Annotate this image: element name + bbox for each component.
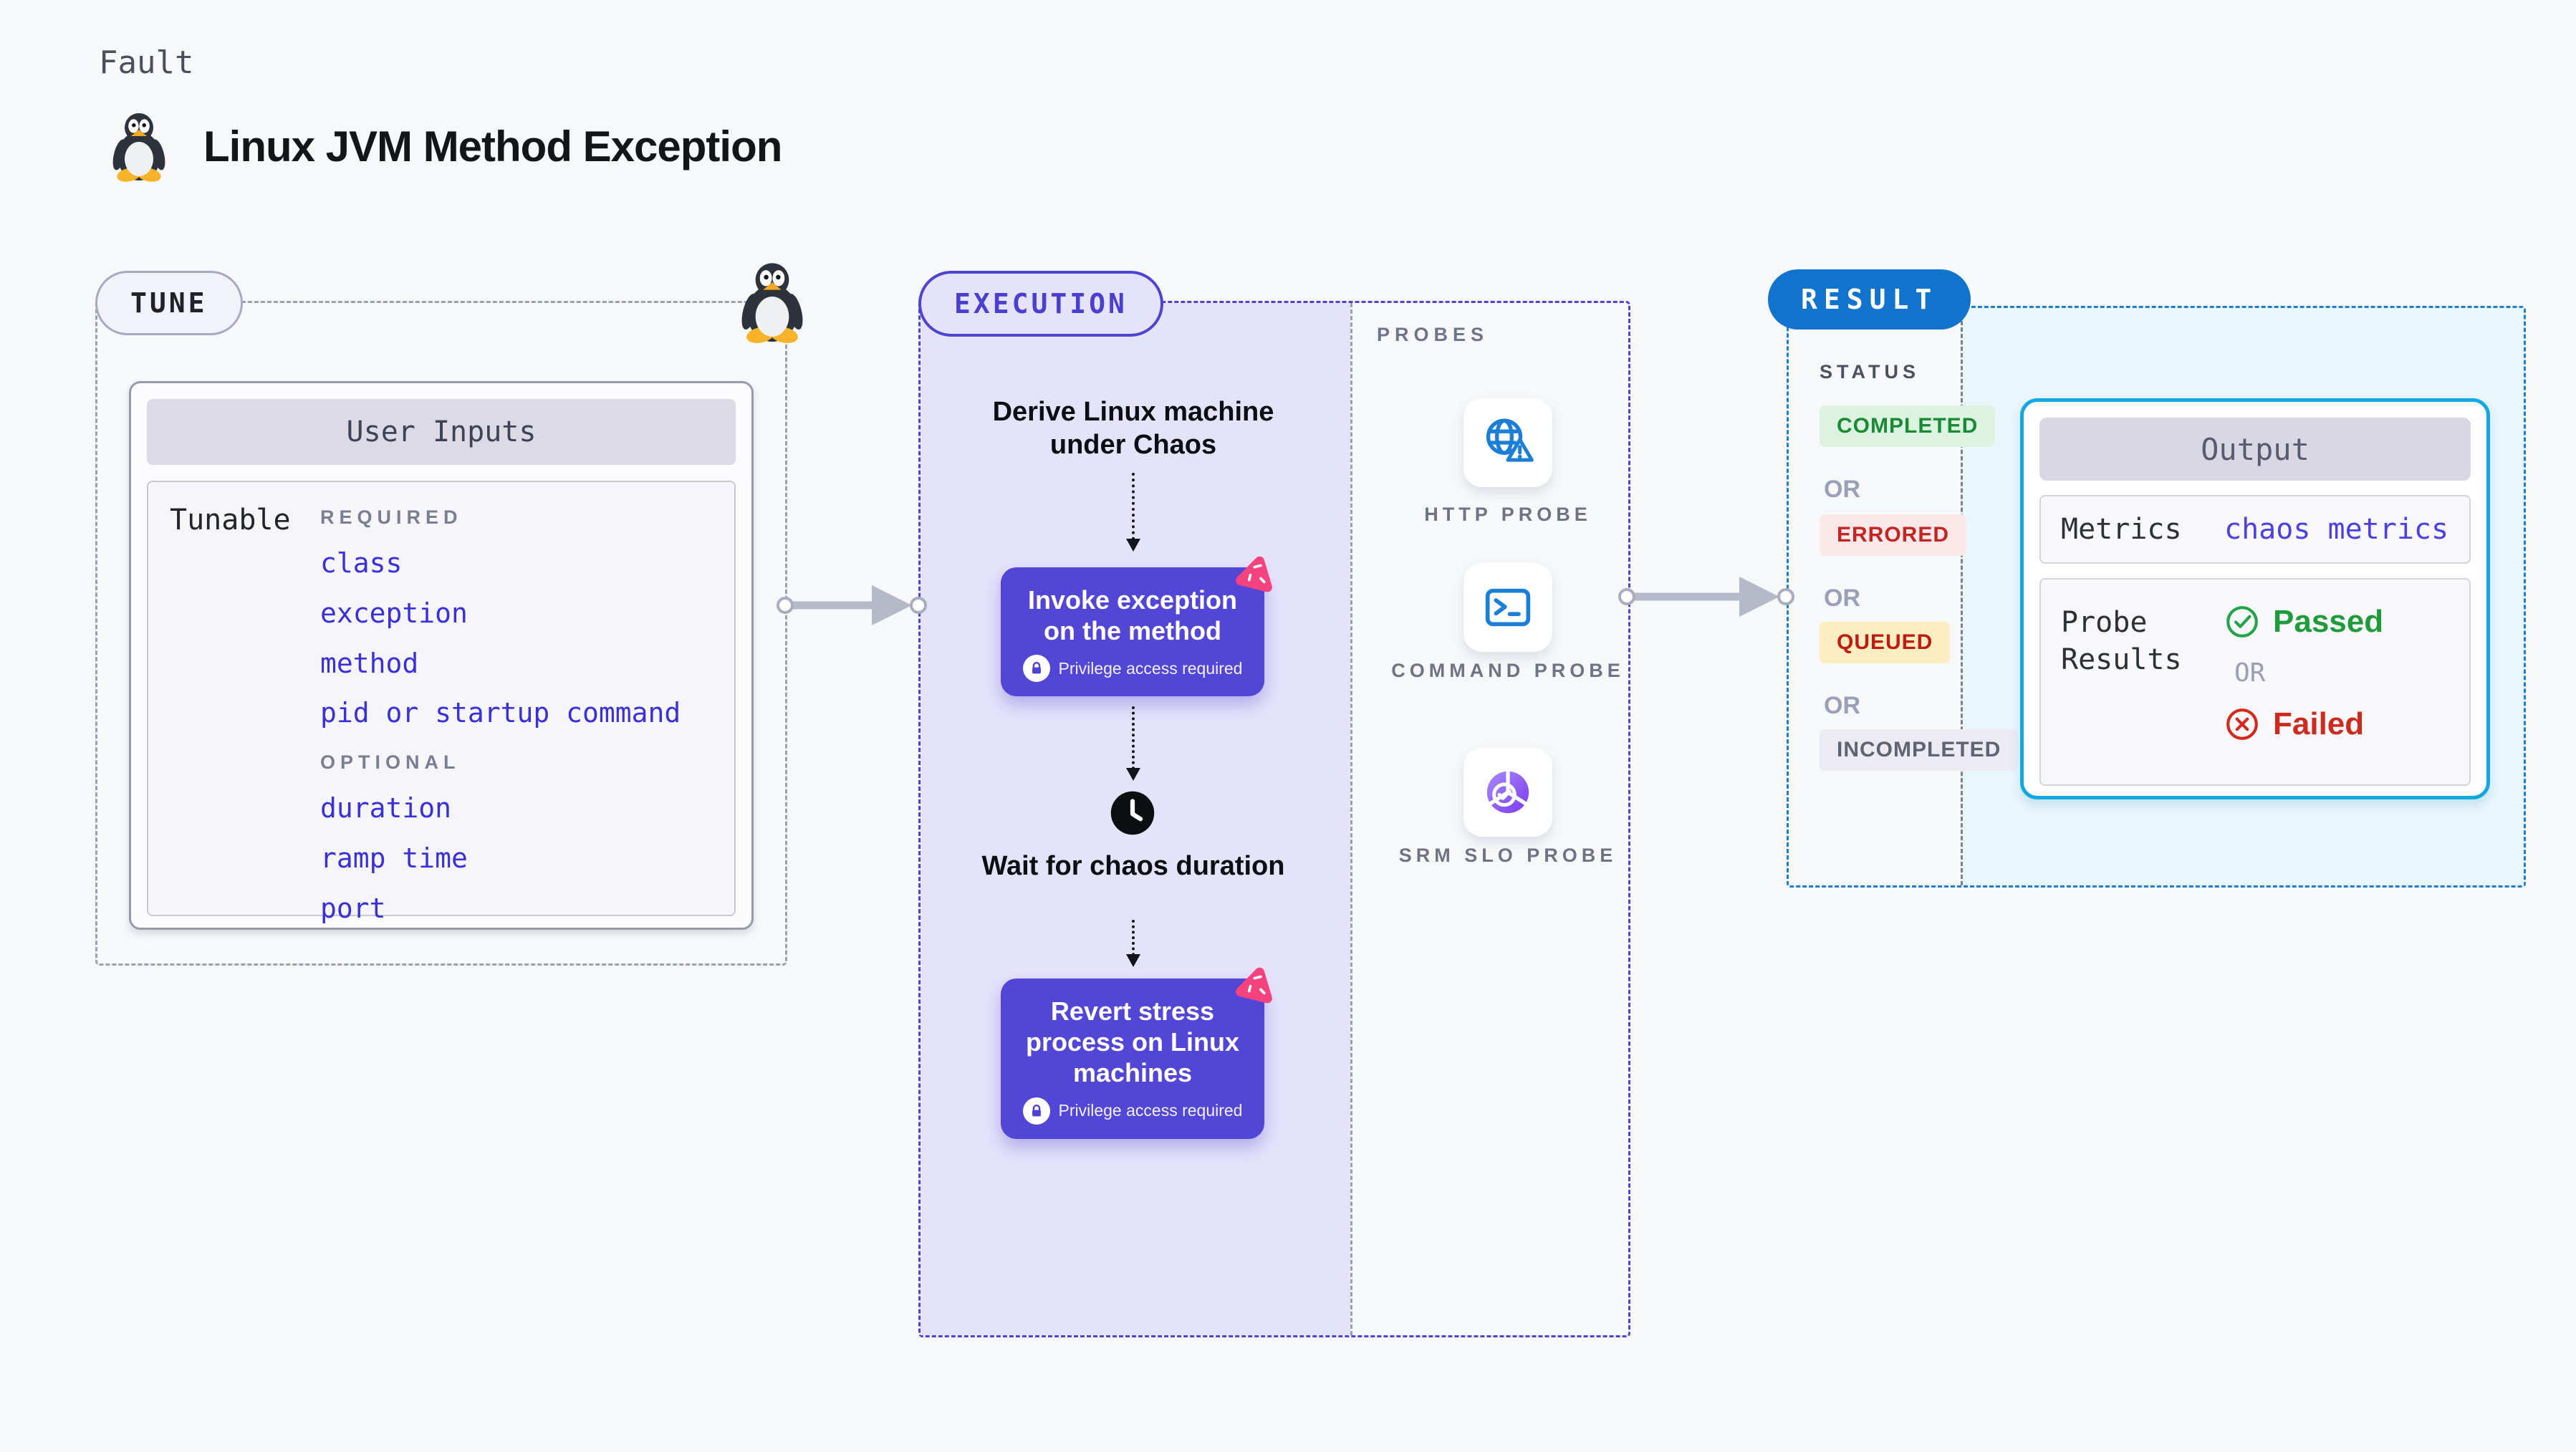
- tune-badge: TUNE: [95, 271, 243, 335]
- lock-icon: [1022, 1097, 1050, 1125]
- page-title: Linux JVM Method Exception: [203, 122, 782, 170]
- page-header: Linux JVM Method Exception: [105, 109, 782, 183]
- metrics-label: Metrics: [2061, 513, 2182, 546]
- tux-penguin-icon: [739, 263, 806, 345]
- invoke-node-label: Invoke exception on the method: [1027, 585, 1238, 646]
- terminal-icon: [1485, 588, 1531, 627]
- derive-step-label: Derive Linux machine under Chaos: [992, 397, 1274, 461]
- execution-to-result-arrow: [1618, 577, 1794, 617]
- probe-results-label: Probe Results: [2061, 606, 2182, 676]
- execution-badge: EXECUTION: [918, 271, 1163, 337]
- status-label: STATUS: [1820, 361, 1920, 383]
- chaos-fault-icon: [1236, 964, 1277, 1006]
- slo-pie-icon: [1486, 768, 1529, 814]
- invoke-exception-node[interactable]: Invoke exception on the method Privilege…: [1001, 567, 1264, 697]
- or-label: OR: [1824, 476, 1860, 503]
- failed-outcome: Failed: [2224, 706, 2383, 742]
- chaos-fault-icon: [1236, 553, 1277, 595]
- or-label: OR: [1824, 585, 1860, 612]
- tunable-item: method: [320, 647, 419, 679]
- tunable-item: duration: [320, 792, 452, 824]
- tux-penguin-icon: [110, 113, 168, 183]
- privilege-row: Privilege access required: [1022, 655, 1243, 683]
- tunable-row-label: Tunable: [170, 504, 291, 537]
- tune-section: [95, 301, 787, 966]
- flow-connector-down: [1126, 706, 1140, 781]
- globe-alert-icon: [1486, 418, 1534, 462]
- probe-name: COMMAND PROBE: [1391, 660, 1625, 681]
- tunable-item: class: [320, 547, 403, 579]
- probes-divider: [1350, 303, 1352, 1335]
- probe-outcomes: Passed OR Failed: [2224, 604, 2383, 742]
- status-badge-queued: QUEUED: [1820, 622, 1951, 663]
- revert-node-label: Revert stress process on Linux machines: [1025, 996, 1240, 1088]
- lock-icon: [1022, 655, 1050, 683]
- status-badge-errored: ERRORED: [1820, 514, 1967, 556]
- status-badge-completed: COMPLETED: [1820, 405, 1996, 447]
- x-circle-icon: [2226, 708, 2258, 740]
- status-badge-incompleted: INCOMPLETED: [1820, 729, 2019, 771]
- user-inputs-table: Tunable REQUIRED class exception method …: [147, 481, 736, 923]
- result-divider: [1961, 308, 1963, 885]
- wait-clock-icon: [1109, 789, 1156, 837]
- wait-step-label: Wait for chaos duration: [981, 851, 1285, 881]
- tune-to-execution-arrow: [777, 585, 927, 625]
- http-probe-card[interactable]: [1464, 398, 1552, 487]
- privilege-label: Privilege access required: [1058, 658, 1243, 678]
- output-title: Output: [2039, 418, 2471, 481]
- privilege-row: Privilege access required: [1022, 1097, 1243, 1125]
- tunable-items-list: REQUIRED class exception method pid or s…: [320, 504, 734, 923]
- metrics-value: chaos metrics: [2224, 513, 2449, 546]
- tunable-item: exception: [320, 597, 468, 629]
- or-label: OR: [1824, 692, 1860, 719]
- tunable-item: port: [320, 892, 386, 924]
- optional-group-label: OPTIONAL: [320, 751, 461, 774]
- probes-label: PROBES: [1377, 324, 1489, 345]
- probe-results-row: Probe Results Passed OR Failed: [2039, 578, 2471, 786]
- passed-outcome: Passed: [2224, 604, 2383, 640]
- privilege-label: Privilege access required: [1058, 1101, 1243, 1120]
- probe-name: SRM SLO PROBE: [1398, 845, 1618, 866]
- or-label: OR: [2234, 658, 2266, 688]
- revert-stress-node[interactable]: Revert stress process on Linux machines …: [1001, 979, 1264, 1139]
- srm-slo-probe-card[interactable]: [1464, 748, 1552, 837]
- user-inputs-card: User Inputs Tunable REQUIRED class excep…: [129, 381, 754, 930]
- flow-connector-down: [1126, 920, 1140, 967]
- result-badge: RESULT: [1768, 269, 1971, 330]
- failed-label: Failed: [2273, 706, 2365, 741]
- flow-connector-down: [1126, 473, 1140, 552]
- tunable-item: pid or startup command: [320, 697, 681, 729]
- fault-kicker: Fault: [99, 44, 194, 81]
- metrics-row: Metrics chaos metrics: [2039, 495, 2471, 564]
- command-probe-card[interactable]: [1464, 563, 1552, 652]
- check-circle-icon: [2226, 606, 2258, 638]
- passed-label: Passed: [2273, 604, 2384, 639]
- user-inputs-title: User Inputs: [147, 399, 736, 465]
- probe-name: HTTP PROBE: [1424, 504, 1592, 525]
- output-card: Output Metrics chaos metrics Probe Resul…: [2020, 398, 2490, 799]
- tunable-item: ramp time: [320, 842, 468, 874]
- required-group-label: REQUIRED: [320, 506, 463, 528]
